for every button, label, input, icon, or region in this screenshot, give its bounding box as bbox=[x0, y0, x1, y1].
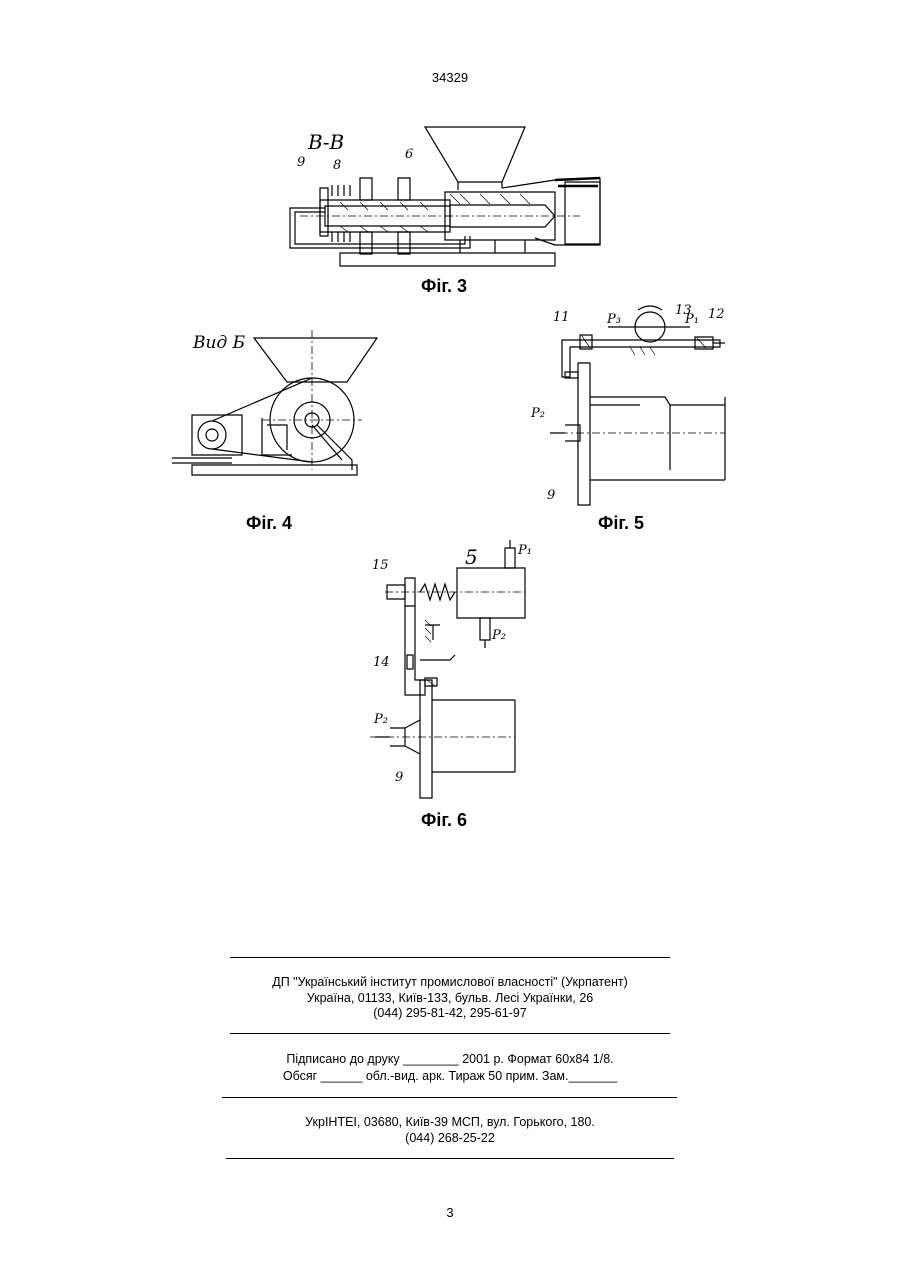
fig6-caption: Фіг. 6 bbox=[421, 810, 467, 831]
fig6-drawing bbox=[365, 540, 525, 800]
imprint-org-line3: (044) 295-81-42, 295-61-97 bbox=[0, 1005, 900, 1021]
fig5-drawing bbox=[520, 305, 730, 510]
imprint-rule-1 bbox=[230, 957, 670, 958]
imprint-org-line1: ДП "Український інститут промислової вла… bbox=[0, 974, 900, 990]
fig4-drawing bbox=[172, 330, 372, 480]
fig3-drawing bbox=[280, 120, 620, 270]
imprint-rule-2 bbox=[230, 1033, 670, 1034]
fig4-caption: Фіг. 4 bbox=[246, 513, 292, 534]
page-number: 3 bbox=[0, 1205, 900, 1220]
imprint-printer-line1: УкрІНТЕІ, 03680, Київ-39 МСП, вул. Горьк… bbox=[0, 1114, 900, 1130]
imprint-rule-3 bbox=[222, 1097, 677, 1098]
imprint-print-line2: Обсяг ______ обл.-вид. арк. Тираж 50 при… bbox=[0, 1068, 900, 1084]
fig5-caption: Фіг. 5 bbox=[598, 513, 644, 534]
patent-number: 34329 bbox=[0, 70, 900, 85]
imprint-org-line2: Україна, 01133, Київ-133, бульв. Лесі Ук… bbox=[0, 990, 900, 1006]
fig3-caption: Фіг. 3 bbox=[421, 276, 467, 297]
imprint-rule-4 bbox=[226, 1158, 674, 1159]
imprint-printer-line2: (044) 268-25-22 bbox=[0, 1130, 900, 1146]
imprint-print-line1: Підписано до друку ________ 2001 р. Форм… bbox=[0, 1051, 900, 1067]
